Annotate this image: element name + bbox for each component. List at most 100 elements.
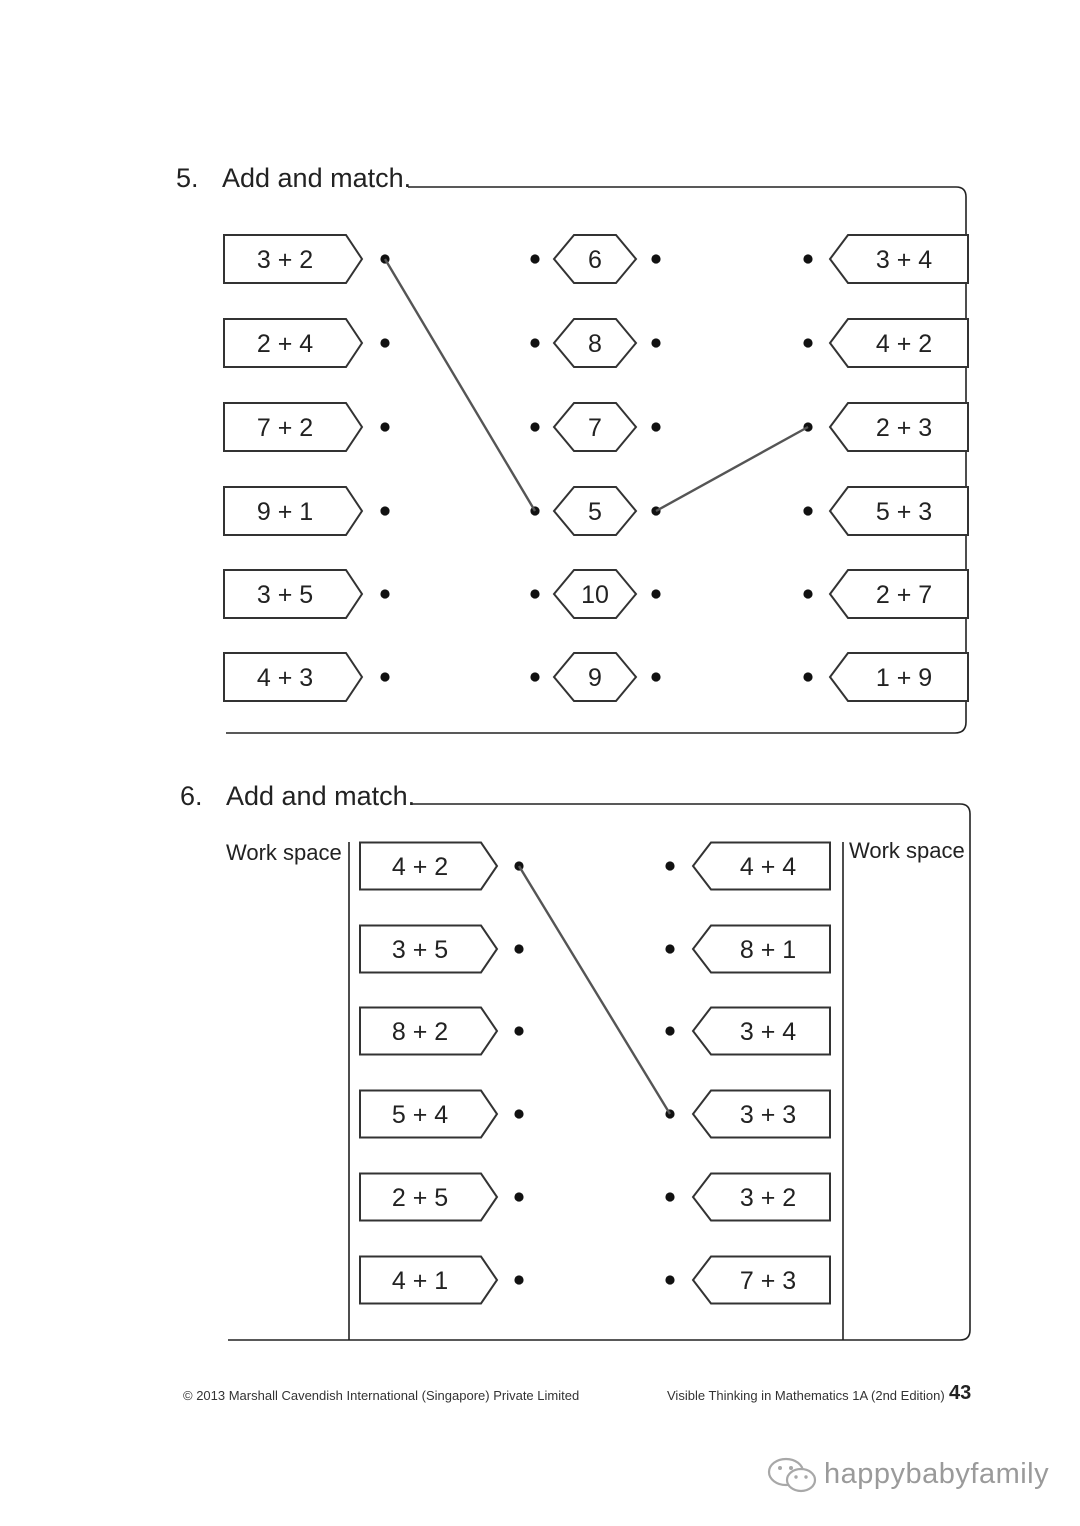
q5-answer-left-dot [530,338,540,348]
q5-left-box [223,402,364,452]
q6-title: Add and match. [226,781,416,811]
q5-answer-right-dot [651,254,661,264]
q5-answer-right-dot [651,589,661,599]
q6-right-dot [665,1275,675,1285]
q5-answer-left-dot [530,422,540,432]
q6-workspace-right-label: Work space [849,838,965,863]
q6-workspace-left-label: Work space [226,840,342,865]
q6-right-box [691,1006,831,1056]
q6-left-expression: 5 + 4 [392,1101,448,1129]
q5-right-box [828,569,969,619]
q6-right-box [691,924,831,974]
q6-right-expression: 8 + 1 [740,936,796,964]
q6-right-dot [665,1026,675,1036]
q6-right-dot [665,1192,675,1202]
q5-right-box [828,652,969,702]
q5-left-dot [380,422,390,432]
q5-right-dot [803,254,813,264]
q5-title: Add and match. [222,163,412,193]
q6-right-dot [665,861,675,871]
q6-left-expression: 8 + 2 [392,1018,448,1046]
q5-answer-number: 8 [588,330,602,358]
q6-left-box [359,1006,499,1056]
q5-right-expression: 5 + 3 [876,498,932,526]
q5-answer-number: 6 [588,246,602,274]
q6-number: 6. [180,781,203,811]
q5-left-expression: 2 + 4 [257,330,313,358]
q5-left-box [223,234,364,284]
q5-answer-left-dot [530,672,540,682]
q5-answer-hexagon [552,486,638,536]
q6-right-expression: 4 + 4 [740,853,796,881]
q6-left-box [359,841,499,891]
q6-left-expression: 3 + 5 [392,936,448,964]
q6-right-box [691,1089,831,1139]
q5-answer-number: 5 [588,498,602,526]
q6-left-box [359,1172,499,1222]
q5-left-expression: 7 + 2 [257,414,313,442]
q5-right-dot [803,506,813,516]
q5-left-expression: 3 + 2 [257,246,313,274]
q6-left-box [359,1089,499,1139]
footer-book-title: Visible Thinking in Mathematics 1A (2nd … [667,1388,945,1403]
q5-frame [226,186,967,734]
q6-right-expression: 3 + 2 [740,1184,796,1212]
q6-left-expression: 4 + 1 [392,1267,448,1295]
q5-right-box [828,234,969,284]
q5-answer-number: 7 [588,414,602,442]
q6-right-box [691,1172,831,1222]
q5-answer-hexagon [552,569,638,619]
q5-right-dot [803,338,813,348]
q6-right-box [691,1255,831,1305]
q5-answer-left-dot [530,254,540,264]
q5-answer-number: 10 [581,581,609,609]
q6-left-box [359,1255,499,1305]
q5-answer-right-dot [651,338,661,348]
q6-left-dot [514,1275,524,1285]
q6-left-expression: 4 + 2 [392,853,448,881]
q5-right-dot [803,672,813,682]
q5-answer-hexagon [552,318,638,368]
q5-left-box [223,318,364,368]
q6-right-expression: 3 + 4 [740,1018,796,1046]
q5-answer-hexagon [552,402,638,452]
q5-right-box [828,486,969,536]
watermark-text: happybabyfamily [824,1458,1050,1490]
q5-right-box [828,402,969,452]
q6-right-box [691,841,831,891]
footer-copyright: © 2013 Marshall Cavendish International … [183,1388,580,1403]
q5-left-expression: 3 + 5 [257,581,313,609]
q6-left-dot [514,944,524,954]
q6-left-dot [514,1026,524,1036]
q6-frame [228,803,971,1341]
q5-left-dot [380,589,390,599]
q5-answer-number: 9 [588,664,602,692]
q5-left-dot [380,506,390,516]
q5-right-expression: 4 + 2 [876,330,932,358]
q5-left-expression: 4 + 3 [257,664,313,692]
q6-right-expression: 7 + 3 [740,1267,796,1295]
q5-answer-right-dot [651,422,661,432]
q5-left-box [223,486,364,536]
q5-right-expression: 2 + 7 [876,581,932,609]
q5-left-expression: 9 + 1 [257,498,313,526]
q5-answer-hexagon [552,652,638,702]
q5-right-expression: 1 + 9 [876,664,932,692]
q5-number: 5. [176,163,199,193]
q5-answer-hexagon [552,234,638,284]
q5-left-box [223,652,364,702]
q6-left-dot [514,1109,524,1119]
q5-right-expression: 2 + 3 [876,414,932,442]
q5-left-dot [380,338,390,348]
q5-drawn-match-line [655,425,809,513]
q6-left-expression: 2 + 5 [392,1184,448,1212]
page-number: 43 [949,1382,972,1404]
q5-right-dot [803,589,813,599]
q6-right-expression: 3 + 3 [740,1101,796,1129]
q5-right-expression: 3 + 4 [876,246,932,274]
q5-left-box [223,569,364,619]
q6-left-box [359,924,499,974]
wechat-logo-icon [766,1455,820,1500]
q5-drawn-match-line [383,258,537,512]
